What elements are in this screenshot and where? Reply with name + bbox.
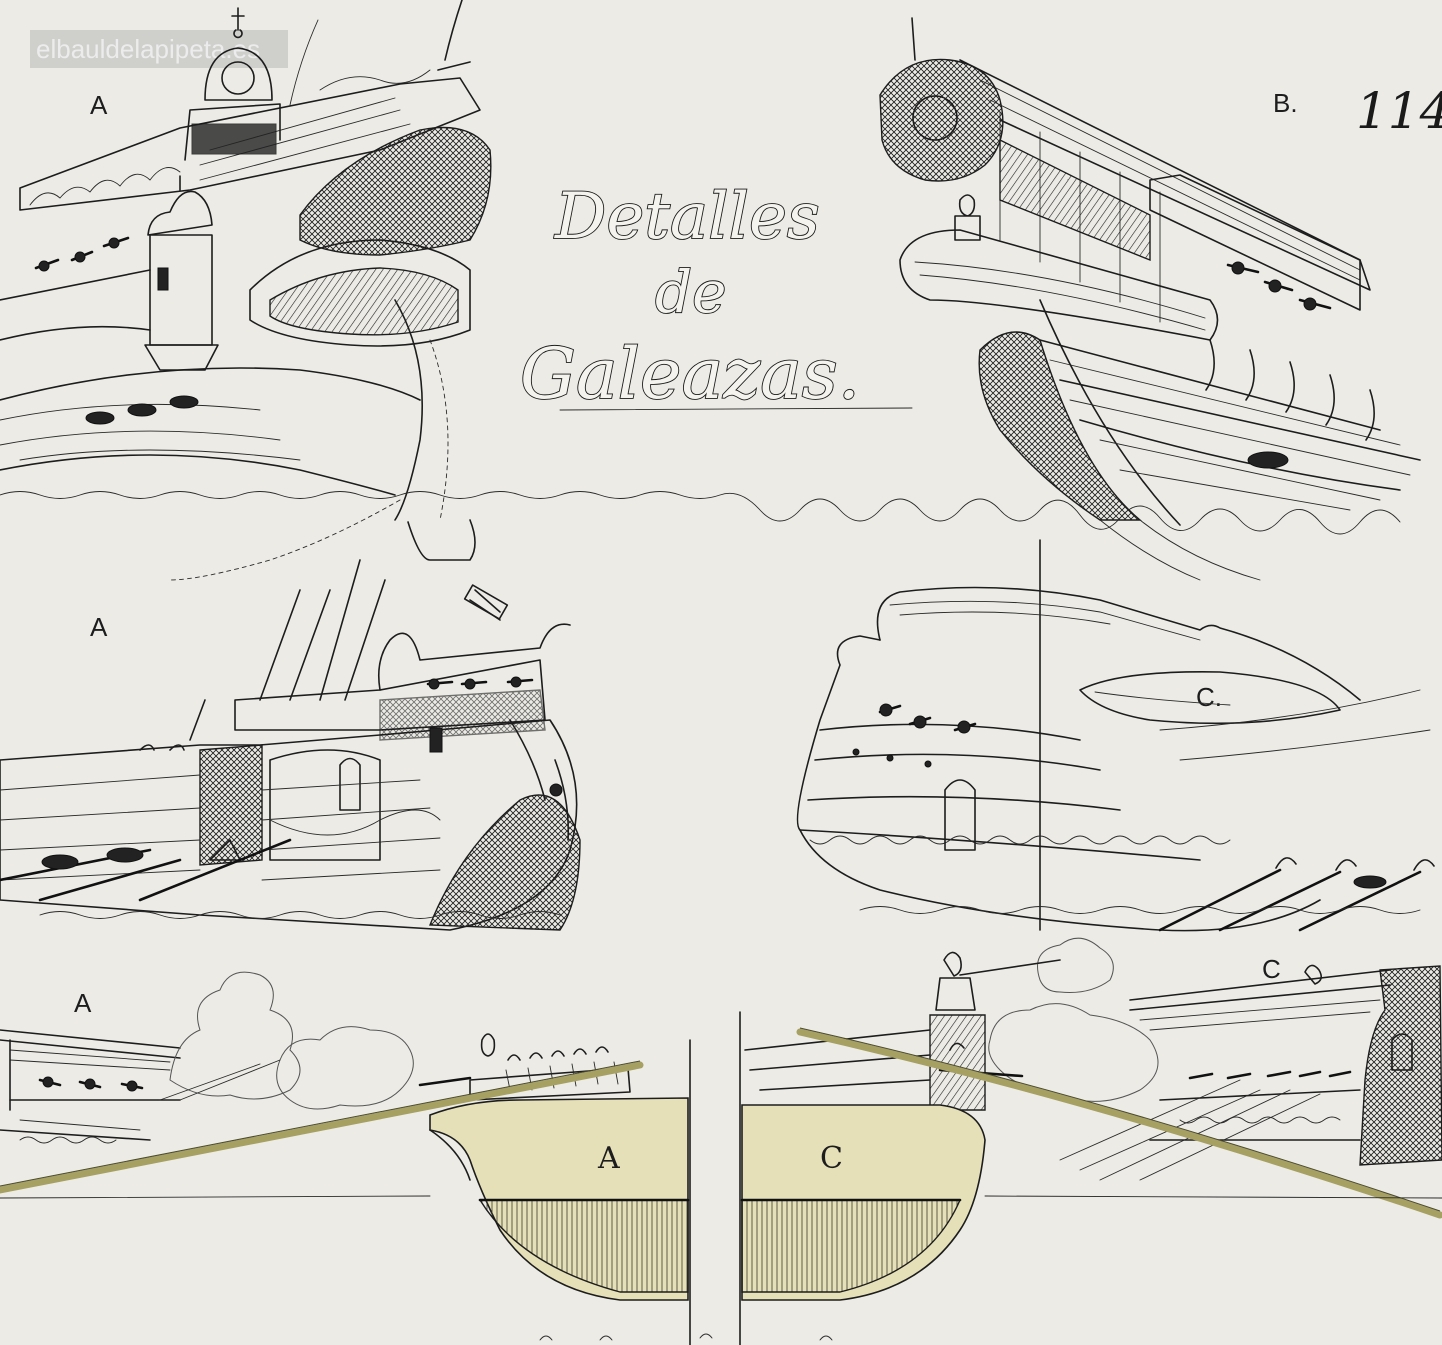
stern-b-deck bbox=[959, 59, 1371, 291]
section-label-a: A bbox=[597, 1141, 620, 1176]
figure-stern-a-side: A bbox=[0, 519, 581, 931]
stern-a-guns bbox=[34, 236, 130, 272]
waterline-top bbox=[0, 491, 1401, 535]
title-block: Detalles de Galeazas. bbox=[519, 179, 913, 416]
waterline-bottom bbox=[0, 1195, 1442, 1199]
figure-stern-c: C. bbox=[796, 539, 1435, 932]
stern-c-hull bbox=[796, 635, 1321, 932]
figure-stern-a: A bbox=[0, 0, 492, 581]
stern-b-balcony bbox=[899, 229, 1219, 341]
section-c-turret bbox=[929, 1014, 986, 1111]
section-label-c: C bbox=[820, 1141, 843, 1176]
stern-b-brackets bbox=[1205, 339, 1375, 441]
label-top-left: A bbox=[90, 90, 108, 120]
stern-lantern bbox=[204, 47, 273, 101]
title-line-2: de bbox=[655, 258, 726, 326]
title-line-1: Detalles bbox=[554, 180, 820, 254]
stern-a-oarports bbox=[85, 395, 199, 425]
waterline-mid bbox=[39, 906, 1421, 919]
stern-b-crest bbox=[879, 58, 1004, 182]
label-bottom-left: A bbox=[74, 988, 92, 1018]
lantern-finial bbox=[231, 7, 245, 39]
title-underline bbox=[559, 407, 913, 411]
label-mid-left: A bbox=[90, 612, 108, 642]
label-mid-right: C. bbox=[1196, 682, 1222, 712]
stern-gallery bbox=[299, 126, 492, 256]
upper-deck bbox=[19, 77, 481, 211]
cannon-smoke-right bbox=[1037, 937, 1114, 993]
watermark: elbauldelapipeta.es bbox=[30, 30, 288, 68]
oar-right bbox=[796, 1028, 1442, 1219]
plate-number: 114 bbox=[1356, 82, 1442, 140]
rudder bbox=[394, 299, 424, 521]
hull-planking bbox=[0, 269, 421, 401]
sweep-oars bbox=[0, 1027, 1442, 1219]
bottom-left-guns bbox=[38, 1076, 144, 1092]
bottom-right-guns bbox=[1188, 1070, 1352, 1080]
figure-bottom-left: A bbox=[0, 971, 414, 1144]
watermark-text: elbauldelapipeta.es bbox=[36, 34, 260, 64]
cross-section-right-c: C bbox=[740, 951, 1061, 1301]
bottom-right-turret bbox=[1359, 965, 1442, 1166]
section-divider bbox=[689, 1011, 741, 1345]
label-top-right: B. bbox=[1273, 88, 1298, 118]
stern-a-castle-guns bbox=[426, 676, 534, 690]
stern-a-turret-side bbox=[199, 744, 263, 866]
flagstaff bbox=[437, 0, 471, 71]
stern-c-rail bbox=[876, 586, 1361, 701]
stern-a-carved-transom bbox=[428, 794, 581, 931]
oar-left bbox=[0, 1061, 644, 1194]
figure-stern-b: B. bbox=[879, 17, 1421, 581]
label-bottom-right: C bbox=[1262, 954, 1281, 984]
stern-c-guns bbox=[852, 703, 977, 768]
cannon-smoke-left bbox=[169, 971, 301, 1100]
title-line-3: Galeazas. bbox=[520, 333, 860, 415]
cross-section-left-a: A bbox=[418, 1033, 690, 1301]
stern-b-guns bbox=[1226, 261, 1332, 469]
